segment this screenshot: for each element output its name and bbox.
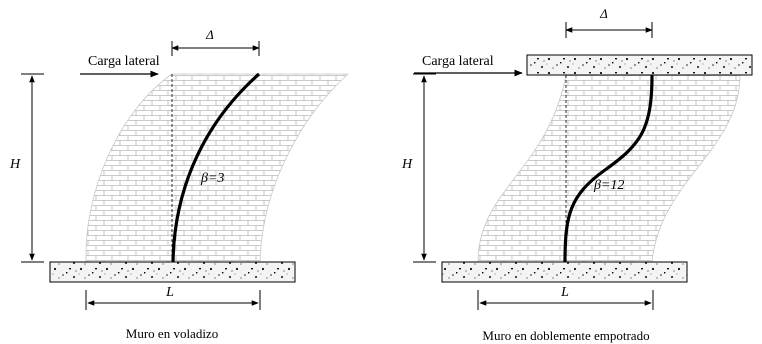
fixed-fixed-length-label: L <box>560 285 569 300</box>
fixed-fixed-delta-label: Δ <box>599 6 608 21</box>
fixed-fixed-caption: Muro en doblemente empotrado <box>482 328 649 343</box>
cantilever-delta-label: Δ <box>205 27 214 42</box>
cantilever-height-label: H <box>9 157 21 172</box>
cantilever-caption: Muro en voladizo <box>126 326 218 341</box>
cantilever-length-label: L <box>165 285 174 300</box>
cantilever-load-label: Carga lateral <box>88 54 160 69</box>
fixed-fixed-height-label: H <box>401 157 413 172</box>
fixed-fixed-deflection-curve <box>563 74 654 263</box>
cantilever-wall-brick <box>85 73 350 263</box>
cantilever-wall-figure: Carga lateral Δ H β=3 L Muro en voladizo <box>9 27 350 341</box>
cantilever-beta-label: β=3 <box>200 171 224 186</box>
fixed-fixed-load-label: Carga lateral <box>422 54 494 69</box>
cantilever-deflection-curve <box>171 72 261 263</box>
fixed-fixed-beta-label: β=12 <box>593 178 624 193</box>
cantilever-base-slab <box>49 261 296 283</box>
fixed-fixed-wall-figure: Carga lateral Δ H β=12 L Muro en dobleme… <box>401 6 753 343</box>
fixed-fixed-top-slab <box>526 54 753 76</box>
fixed-fixed-base-slab <box>441 261 688 283</box>
